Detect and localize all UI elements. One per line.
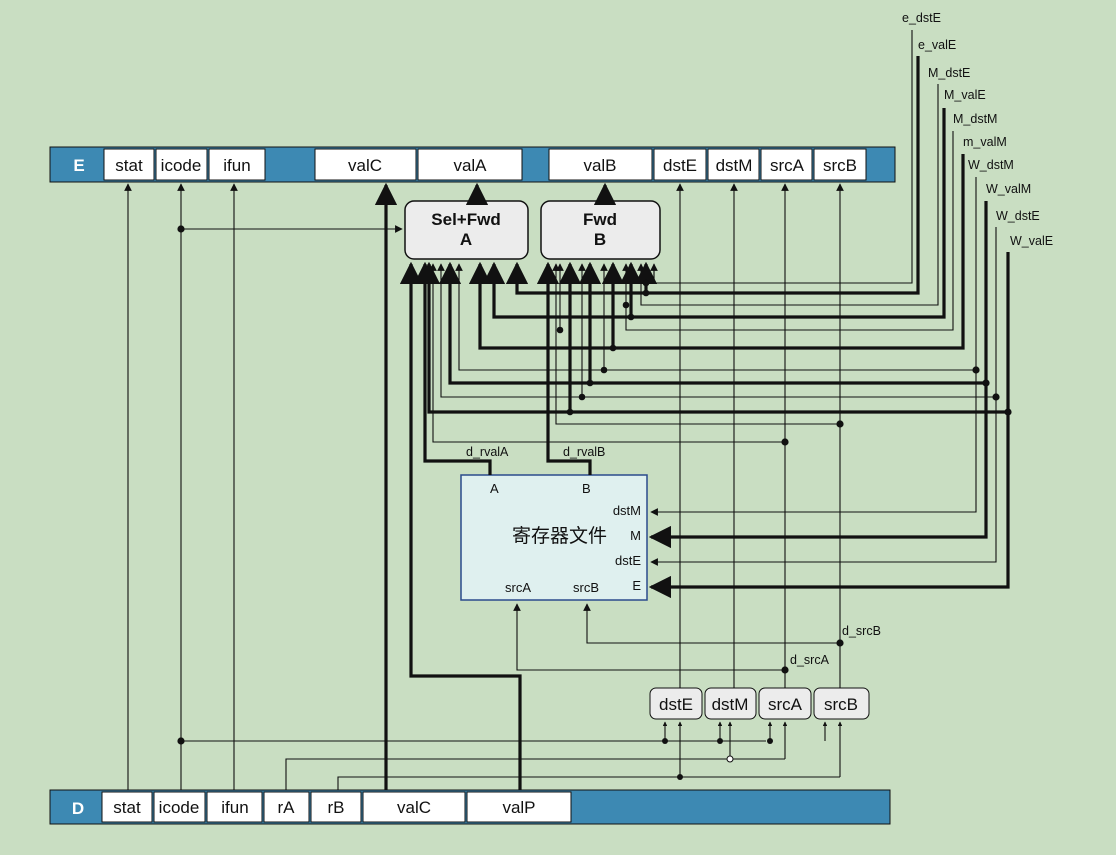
forward-source-labels: e_dstE e_valE M_dstE M_valE M_dstM m_val… — [902, 11, 1053, 248]
e-field-icode: icode — [161, 156, 202, 175]
decode-srcA-box: srcA — [768, 695, 803, 714]
d-field-rA: rA — [278, 798, 296, 817]
e-field-valA: valA — [453, 156, 487, 175]
e-field-srcB: srcB — [823, 156, 857, 175]
e-field-srcA: srcA — [770, 156, 805, 175]
regfile-dstE-label: dstE — [615, 553, 641, 568]
e-field-valB: valB — [583, 156, 616, 175]
d-field-valC: valC — [397, 798, 431, 817]
e-register-tag: E — [73, 156, 84, 175]
sel-fwd-a-title: Sel+Fwd — [431, 210, 500, 229]
regfile-title: 寄存器文件 — [512, 525, 607, 547]
e-pipeline-register: E stat icode ifun valC valA valB dstE ds… — [49, 146, 896, 183]
e-field-ifun: ifun — [223, 156, 250, 175]
regfile-srcA-label: srcA — [505, 580, 531, 595]
fwd-label-m-valM: m_valM — [963, 135, 1007, 149]
fwd-label-e-dstE: e_dstE — [902, 11, 941, 25]
e-field-dstE: dstE — [663, 156, 697, 175]
d-field-icode: icode — [159, 798, 200, 817]
sel-fwd-a-block: Sel+Fwd A — [404, 200, 529, 260]
fwd-label-M-dstE: M_dstE — [928, 66, 970, 80]
d-field-rB: rB — [328, 798, 345, 817]
decode-dstM-box: dstM — [712, 695, 749, 714]
fwd-label-W-dstM: W_dstM — [968, 158, 1014, 172]
register-file: A B 寄存器文件 dstM M dstE E srcA srcB — [460, 474, 648, 601]
regfile-M-label: M — [630, 528, 641, 543]
fwd-label-W-valE: W_valE — [1010, 234, 1053, 248]
fwd-label-M-valE: M_valE — [944, 88, 986, 102]
d-register-tag: D — [72, 799, 84, 818]
regfile-srcB-label: srcB — [573, 580, 599, 595]
e-field-valC: valC — [348, 156, 382, 175]
fwd-label-e-valE: e_valE — [918, 38, 956, 52]
d-srcA-label: d_srcA — [790, 653, 830, 667]
d-rvalA-label: d_rvalA — [466, 445, 509, 459]
regfile-dstM-label: dstM — [613, 503, 641, 518]
fwd-b-block: Fwd B — [540, 200, 661, 260]
e-field-dstM: dstM — [716, 156, 753, 175]
d-pipeline-register: D stat icode ifun rA rB valC valP — [49, 789, 891, 825]
e-field-stat: stat — [115, 156, 143, 175]
d-rvalB-label: d_rvalB — [563, 445, 605, 459]
d-field-valP: valP — [502, 798, 535, 817]
sel-fwd-a-port: A — [460, 230, 472, 249]
d-field-stat: stat — [113, 798, 141, 817]
fwd-b-port: B — [594, 230, 606, 249]
decode-dstE-box: dstE — [659, 695, 693, 714]
fwd-label-W-valM: W_valM — [986, 182, 1031, 196]
d-srcB-label: d_srcB — [842, 624, 881, 638]
regfile-port-a: A — [490, 481, 499, 496]
regfile-E-label: E — [632, 578, 641, 593]
d-field-ifun: ifun — [221, 798, 248, 817]
fwd-label-W-dstE: W_dstE — [996, 209, 1040, 223]
wires — [124, 30, 1012, 790]
fwd-label-M-dstM: M_dstM — [953, 112, 997, 126]
regfile-port-b: B — [582, 481, 591, 496]
fwd-b-title: Fwd — [583, 210, 617, 229]
decode-logic-boxes: dstE dstM srcA srcB — [649, 687, 870, 720]
decode-srcB-box: srcB — [824, 695, 858, 714]
